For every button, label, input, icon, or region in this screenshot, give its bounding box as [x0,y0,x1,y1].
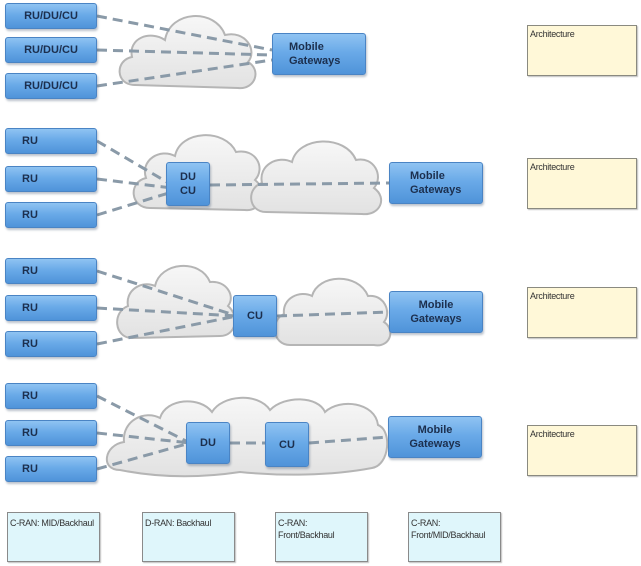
mobile-gateways-node[interactable]: Mobile Gateways [389,291,483,333]
source-node[interactable]: RU [5,295,97,321]
dashed-link [96,441,191,471]
gateway-label: Mobile Gateways [410,299,462,325]
dashed-link [96,269,238,318]
cloud-icon [250,140,383,216]
mobile-gateways-node[interactable]: Mobile Gateways [272,33,366,75]
du-node[interactable]: DU [186,422,230,464]
gateway-label: Mobile Gateways [410,170,462,196]
source-node[interactable]: RU [5,202,97,228]
source-node[interactable]: RU [5,331,97,357]
dashed-link [276,310,390,318]
mobile-gateways-node[interactable]: Mobile Gateways [388,416,482,458]
source-node-label: RU [22,390,38,402]
answer-option-c-ran-front-mid-backhaul[interactable]: C-RAN: Front/MID/Backhaul [408,512,501,562]
dashed-link [96,48,273,57]
cloud-icon [105,396,389,478]
dashed-link [308,435,389,445]
answer-option-c-ran-front-backhaul[interactable]: C-RAN: Front/Backhaul [275,512,368,562]
source-node-label: RU [22,265,38,277]
source-node-label: RU/DU/CU [24,10,78,22]
source-node[interactable]: RU [5,166,97,192]
source-node[interactable]: RU [5,420,97,446]
source-node[interactable]: RU/DU/CU [5,37,97,63]
dashed-link [96,306,238,318]
dashed-link [96,14,273,52]
source-node[interactable]: RU [5,383,97,409]
dashed-link [96,394,191,445]
source-node-label: RU/DU/CU [24,44,78,56]
cloud-icon [116,265,236,340]
source-node-label: RU [22,173,38,185]
gateway-label: Mobile Gateways [289,41,341,67]
middle-node-label: DU [200,437,216,449]
dashed-link [209,181,390,187]
source-node-label: RU [22,135,38,147]
architecture-drop-zone[interactable]: Architecture [527,158,637,209]
cu-node[interactable]: CU [265,422,309,467]
middle-node-label: CU [247,310,263,322]
architecture-drop-zone[interactable]: Architecture [527,287,637,338]
source-node[interactable]: RU [5,456,97,482]
answer-option-d-ran-backhaul[interactable]: D-RAN: Backhaul [142,512,235,562]
source-node-label: RU [22,463,38,475]
gateway-label: Mobile Gateways [409,424,461,450]
dashed-link [96,314,238,346]
source-node[interactable]: RU/DU/CU [5,73,97,99]
cloud-icon [118,15,257,90]
mobile-gateways-node[interactable]: Mobile Gateways [389,162,483,204]
source-node-label: RU [22,427,38,439]
source-node[interactable]: RU [5,128,97,154]
source-node-label: RU [22,338,38,350]
dashed-link [96,177,173,190]
answer-option-c-ran-mid-backhaul[interactable]: C-RAN: MID/Backhaul [7,512,100,562]
source-node-label: RU [22,302,38,314]
source-node[interactable]: RU/DU/CU [5,3,97,29]
middle-node-label: DU CU [180,171,196,197]
architecture-drop-zone[interactable]: Architecture [527,25,637,76]
du-cu-node[interactable]: DU CU [166,162,210,206]
source-node[interactable]: RU [5,258,97,284]
cu-node[interactable]: CU [233,295,277,337]
middle-node-label: CU [279,438,295,451]
dashed-link [96,139,173,187]
source-node-label: RU/DU/CU [24,80,78,92]
architecture-drop-zone[interactable]: Architecture [527,425,637,476]
dashed-link [96,190,173,217]
dashed-link [96,58,273,88]
source-node-label: RU [22,209,38,221]
